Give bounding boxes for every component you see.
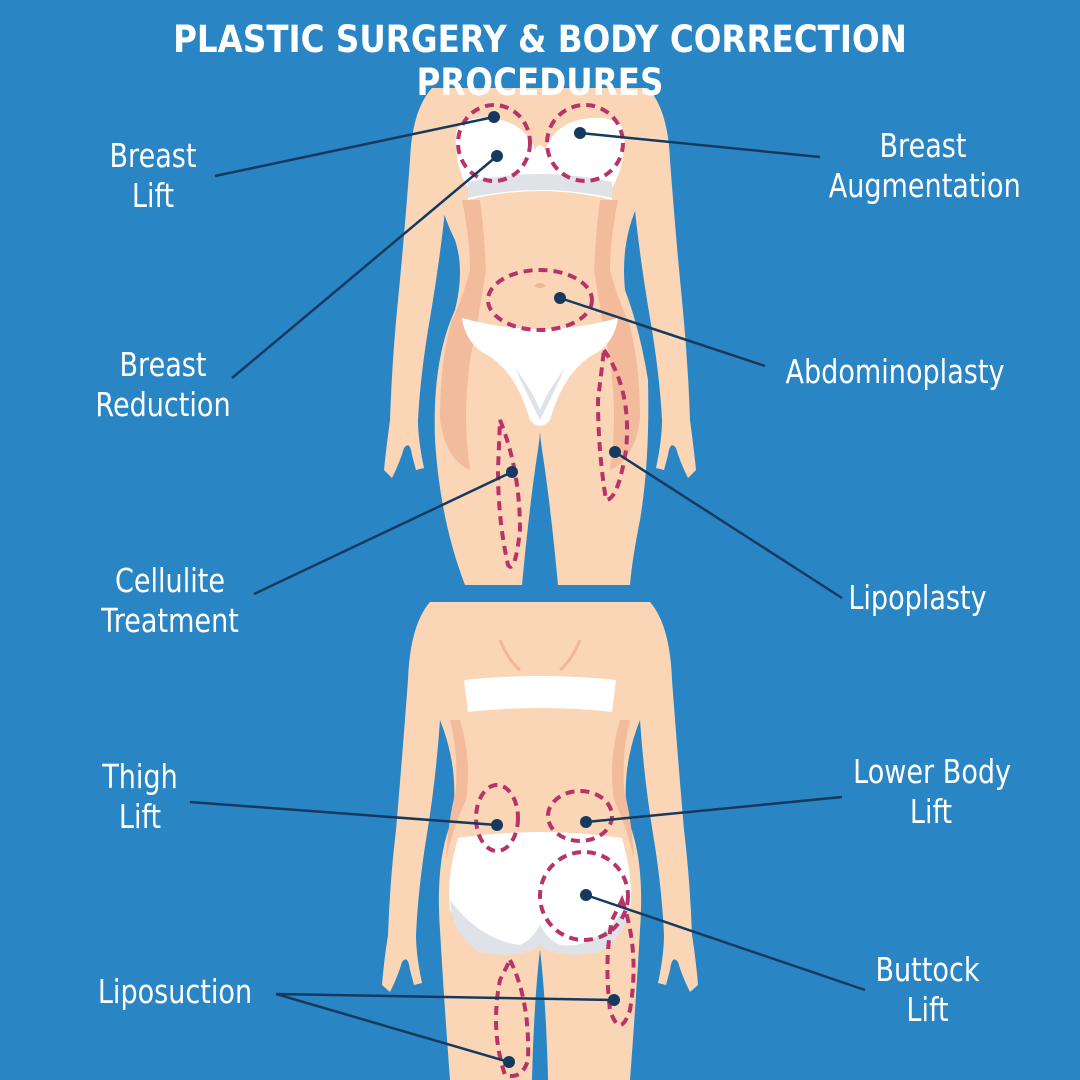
pointer-lower-body-lift — [585, 795, 843, 824]
back-panties-shadow — [450, 900, 630, 955]
dot-breast-augmentation — [574, 127, 586, 139]
label-thigh-lift-line1: Thigh — [102, 757, 178, 796]
pointer-liposuction-left — [275, 992, 510, 1064]
label-lower-body-lift-line1: Lower Body — [853, 752, 1012, 791]
pointer-breast-augmentation — [579, 131, 821, 159]
lipoplasty-area — [595, 344, 630, 503]
label-breast-lift: Breast Lift — [92, 136, 215, 216]
label-abdominoplasty: Abdominoplasty — [784, 352, 1005, 392]
label-buttock-lift-line2: Lift — [906, 990, 949, 1029]
label-breast-reduction-line2: Reduction — [95, 385, 231, 424]
liposuction-area-right — [605, 894, 636, 1027]
lower-body-lift-area — [546, 789, 614, 843]
label-breast-augmentation-line1: Breast — [879, 126, 967, 165]
pointer-breast-reduction — [231, 155, 498, 379]
pointer-liposuction-right — [275, 992, 615, 1002]
pointer-thigh-lift — [189, 800, 498, 827]
pointer-breast-lift — [214, 115, 495, 178]
dot-liposuction-right — [608, 994, 620, 1006]
label-lower-body-lift-line2: Lift — [909, 792, 953, 831]
label-abdominoplasty-line1: Abdominoplasty — [785, 352, 1005, 391]
dot-buttock-lift — [580, 889, 592, 901]
label-cellulite-treatment-line2: Treatment — [101, 601, 239, 640]
breast-lift-area — [456, 103, 532, 183]
label-thigh-lift-line2: Lift — [118, 797, 162, 836]
back-waist-shadow-right — [612, 720, 634, 860]
back-waist-shadow-left — [446, 720, 468, 860]
page-title: PLASTIC SURGERY & BODY CORRECTION PROCED… — [173, 18, 907, 104]
pointer-lipoplasty — [614, 450, 843, 600]
back-bra-band — [464, 676, 616, 712]
label-thigh-lift: Thigh Lift — [87, 757, 194, 837]
label-breast-augmentation: Breast Augmentation — [828, 126, 1021, 206]
pointer-cellulite — [253, 470, 513, 596]
dot-breast-lift — [488, 111, 500, 123]
label-cellulite-treatment: Cellulite Treatment — [88, 561, 252, 641]
buttock-lift-area — [538, 850, 630, 942]
dot-thigh-lift — [491, 819, 503, 831]
label-breast-reduction: Breast Reduction — [85, 345, 241, 425]
label-breast-lift-line1: Breast — [109, 136, 197, 175]
label-breast-lift-line2: Lift — [131, 176, 175, 215]
pointer-buttock-lift — [585, 893, 866, 992]
back-left-arm — [382, 602, 440, 992]
dot-liposuction-left — [503, 1056, 515, 1068]
back-panties — [449, 832, 631, 946]
label-breast-reduction-line1: Breast — [119, 345, 207, 384]
pointer-lines — [189, 115, 866, 1064]
breast-augmentation-area — [545, 103, 625, 183]
dot-lipoplasty — [609, 446, 621, 458]
back-right-arm — [640, 602, 698, 992]
back-shoulder-blades — [498, 639, 582, 672]
pointer-abdominoplasty — [559, 296, 766, 368]
back-figure — [382, 602, 698, 1080]
thigh-lift-area — [474, 783, 520, 853]
front-waist-shadow-left — [440, 200, 486, 470]
front-navel — [534, 283, 546, 288]
dot-abdominoplasty — [554, 292, 566, 304]
label-lipoplasty: Lipoplasty — [846, 578, 990, 618]
front-waist-shadow-right — [594, 200, 640, 470]
front-panties — [462, 318, 618, 426]
label-buttock-lift: Buttock Lift — [868, 950, 987, 1030]
label-cellulite-treatment-line1: Cellulite — [114, 561, 226, 600]
label-lower-body-lift: Lower Body Lift — [853, 752, 1012, 832]
dot-cellulite — [506, 466, 518, 478]
pointer-dots — [488, 111, 621, 1068]
label-breast-augmentation-line2: Augmentation — [828, 166, 1021, 205]
front-right-arm — [635, 88, 696, 478]
dot-lower-body-lift — [580, 816, 592, 828]
front-left-arm — [384, 88, 445, 478]
label-lipoplasty-line1: Lipoplasty — [848, 578, 987, 617]
label-buttock-lift-line1: Buttock — [875, 950, 980, 989]
dot-breast-reduction — [491, 150, 503, 162]
label-liposuction-line1: Liposuction — [97, 972, 253, 1011]
back-leg-gap — [532, 950, 548, 1080]
abdominoplasty-area — [486, 268, 594, 332]
front-leg-gap — [528, 432, 552, 585]
label-liposuction: Liposuction — [89, 972, 261, 1012]
